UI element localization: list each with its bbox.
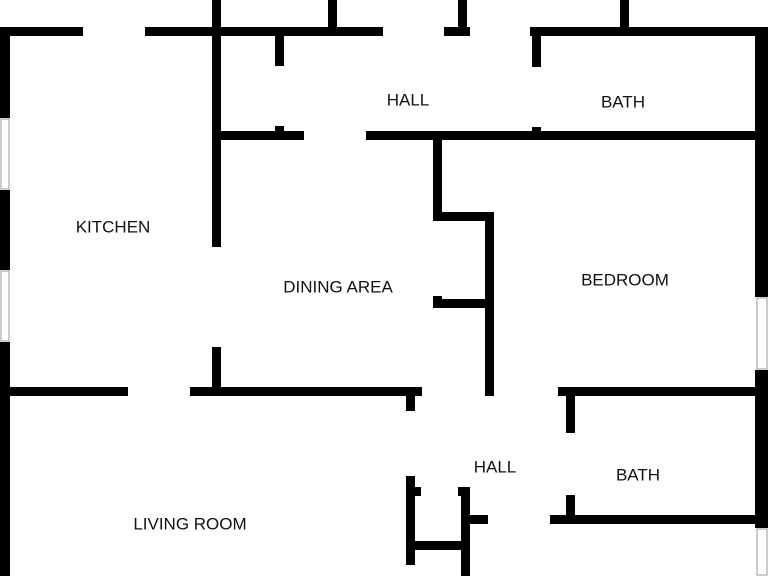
room-label-bath-lower: BATH: [616, 465, 660, 484]
room-label-hall-upper: HALL: [387, 90, 430, 109]
windows: [0, 118, 768, 576]
wall: [461, 487, 470, 576]
wall: [0, 342, 10, 576]
window: [0, 270, 10, 342]
room-label-dining-area: DINING AREA: [283, 277, 393, 296]
wall: [275, 36, 284, 66]
room-labels: HALL BATH KITCHEN DINING AREA BEDROOM HA…: [76, 90, 669, 533]
window: [756, 528, 768, 576]
wall: [212, 0, 221, 30]
room-label-bedroom: BEDROOM: [581, 270, 669, 289]
wall: [566, 495, 575, 524]
wall: [433, 212, 493, 221]
wall: [0, 387, 128, 396]
wall: [212, 347, 221, 395]
wall: [0, 190, 10, 270]
window: [756, 297, 768, 370]
room-label-living-room: LIVING ROOM: [133, 514, 246, 533]
wall: [530, 27, 768, 36]
wall: [558, 387, 768, 396]
wall: [190, 387, 422, 396]
wall: [328, 0, 337, 30]
wall: [0, 27, 10, 118]
wall: [620, 0, 629, 30]
wall: [406, 387, 415, 411]
wall: [532, 36, 541, 67]
room-label-hall-lower: HALL: [474, 457, 517, 476]
wall: [461, 515, 488, 524]
wall: [566, 387, 575, 433]
wall: [145, 27, 383, 36]
wall: [755, 27, 768, 297]
wall: [406, 487, 421, 496]
wall: [366, 131, 768, 140]
wall: [458, 0, 467, 30]
wall: [485, 212, 494, 396]
wall: [532, 127, 541, 140]
wall: [433, 140, 442, 218]
wall: [406, 476, 415, 565]
wall: [444, 27, 470, 36]
wall: [406, 541, 470, 550]
wall: [212, 131, 304, 140]
wall: [550, 515, 768, 524]
wall: [433, 299, 493, 308]
wall: [275, 126, 284, 140]
wall: [755, 370, 768, 528]
window: [0, 118, 10, 190]
room-label-kitchen: KITCHEN: [76, 217, 151, 236]
wall: [0, 27, 83, 36]
room-label-bath-upper: BATH: [601, 92, 645, 111]
